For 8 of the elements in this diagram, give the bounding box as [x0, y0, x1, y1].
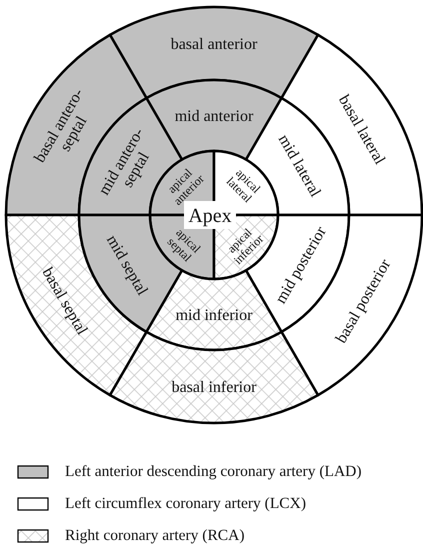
- legend-text: Right coronary artery (RCA): [65, 527, 244, 545]
- legend-text: Left anterior descending coronary artery (LAD): [65, 463, 362, 481]
- apex-label: Apex: [184, 201, 236, 229]
- segment-label: basal anterior: [170, 36, 258, 54]
- segment-label: basal inferior: [172, 379, 256, 396]
- legend-text: Left circumflex coronary artery (LCX): [65, 495, 306, 513]
- segment-label: mid inferior: [176, 307, 252, 324]
- segment-label: mid anterior: [174, 108, 254, 126]
